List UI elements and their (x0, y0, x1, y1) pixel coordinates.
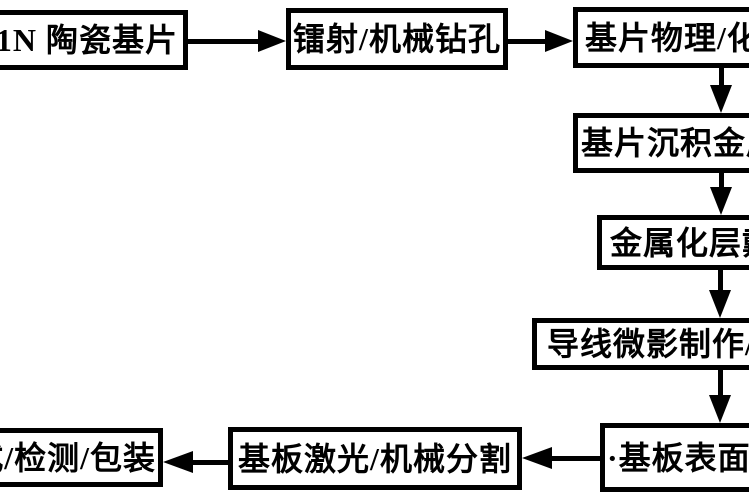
arrowhead-left-icon (522, 447, 552, 469)
flow-node-surface-protection: ·基板表面防 (600, 423, 749, 492)
arrow-line-substrate-to-drilling (188, 39, 263, 44)
flow-node-metallization-layer: 金属化层戴 (597, 215, 749, 270)
arrow-line-metallization-to-lithography (718, 270, 723, 296)
arrowhead-down-icon (710, 85, 732, 113)
flow-node-test-inspect-package: 式/检测/包装 (0, 428, 163, 487)
arrow-line-lithography-to-protection (718, 370, 723, 400)
arrow-line-deposition-to-metallization (719, 173, 724, 193)
arrowhead-right-icon (545, 30, 573, 52)
arrowhead-left-icon (163, 451, 193, 473)
arrowhead-down-icon (709, 290, 731, 318)
arrow-line-drilling-to-cleaning (508, 39, 550, 44)
arrowhead-right-icon (258, 30, 286, 52)
flow-node-laser-mechanical-drill: 镭射/机械钻孔 (286, 8, 508, 70)
arrow-line-dicing-to-packaging (190, 460, 230, 465)
flow-node-laser-mechanical-dicing: 基板激光/机械分割 (228, 427, 522, 490)
arrowhead-down-icon (710, 187, 732, 215)
arrow-line-protection-to-dicing (549, 456, 602, 461)
flow-node-metal-deposition: 基片沉积金属 (573, 113, 749, 173)
flow-node-substrate-cleaning: 基片物理/化 (573, 7, 749, 68)
flow-node-wire-lithography: 导线微影制作/光 (532, 318, 749, 370)
arrow-line-cleaning-to-deposition (719, 68, 724, 90)
flow-node-aln-ceramic-substrate: A1N 陶瓷基片 (0, 10, 188, 70)
arrowhead-down-icon (709, 395, 731, 423)
